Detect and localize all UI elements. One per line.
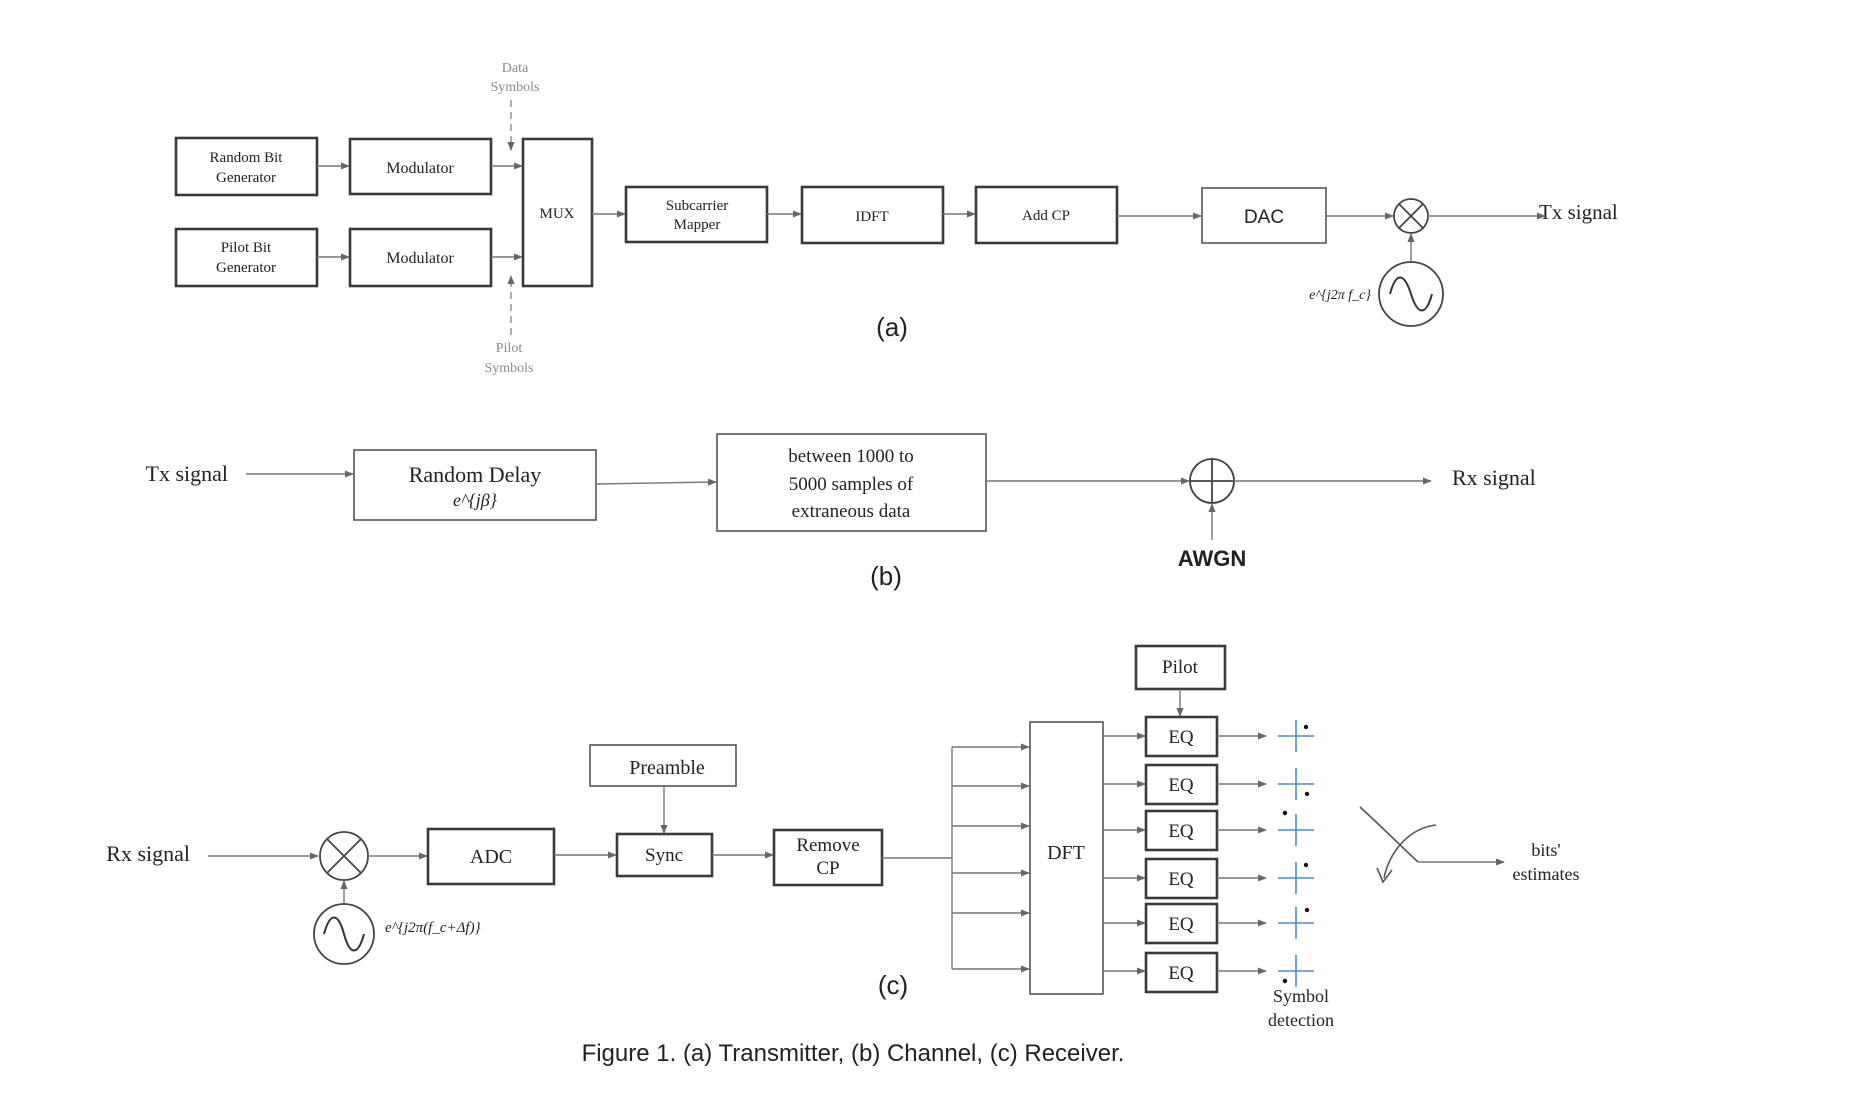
tx-oscillator-icon [1378,261,1444,327]
extraneous-line1: between 1000 to [788,446,914,467]
preamble-block: Preamble [589,744,737,787]
caption-c: (c) [878,970,908,1000]
dac-label: DAC [1244,207,1284,228]
figure-caption: Figure 1. (a) Transmitter, (b) Channel, … [582,1040,1125,1067]
eq-block-3: EQ [1144,809,1219,852]
adc-block: ADC [426,827,556,886]
pilot-bit-generator-block: Pilot Bit Generator [174,227,319,288]
rx-input-label: Rx signal [106,841,190,866]
caption-b: (b) [870,561,902,591]
subcarrier-mapper-line2: Mapper [674,217,721,233]
pilot-bit-generator-line2: Generator [216,260,276,276]
awgn-adder [1189,458,1235,504]
data-modulator-block: Modulator [348,137,493,196]
remove-cp-block: Remove CP [772,828,884,887]
dac-block: DAC [1201,187,1327,244]
dft-label: DFT [1047,842,1085,864]
parallel-to-serial-icon [1359,806,1437,884]
extraneous-line3: extraneous data [792,501,911,522]
extraneous-line2: 5000 samples of [789,474,914,495]
add-cp-block: Add CP [974,185,1119,245]
add-cp-label: Add CP [1022,208,1070,224]
transmitter-diagram: Random Bit Generator Pilot Bit Generator… [174,61,1618,376]
preamble-label: Preamble [629,757,705,779]
bits-estimates-line2: estimates [1513,864,1580,884]
pilot-symbols-line1: Pilot [496,341,523,356]
mux-label: MUX [539,206,574,222]
eq-label: EQ [1168,869,1194,890]
rx-oscillator-label: e^{j2π(f_c+Δf)} [385,920,481,936]
pilot-block: Pilot [1134,644,1227,691]
eq-block-5: EQ [1144,902,1219,945]
bits-estimates-line1: bits' [1531,840,1560,860]
rx-oscillator-icon [313,903,375,965]
pilot-modulator-label: Modulator [386,250,454,267]
pilot-symbols-line2: Symbols [484,361,533,376]
random-bit-generator-block: Random Bit Generator [174,136,319,197]
channel-output-label: Rx signal [1452,465,1536,490]
constellation-icon [1278,768,1314,800]
eq-label: EQ [1168,821,1194,842]
remove-cp-line1: Remove [796,835,859,856]
eq-block-2: EQ [1144,763,1219,806]
pilot-modulator-block: Modulator [348,227,493,288]
symbol-detection-line1-visible: Symbol [1273,986,1329,1006]
subcarrier-mapper-block: Subcarrier Mapper [624,185,769,244]
constellation-icons [1278,720,1314,987]
subcarrier-mapper-line1: Subcarrier [666,198,728,214]
constellation-icon [1278,862,1314,894]
tx-carrier-label: e^{j2π f_c} [1309,288,1371,303]
dft-block: DFT [1029,721,1104,995]
eq-label: EQ [1168,963,1194,984]
idft-label: IDFT [855,209,888,225]
constellation-icon [1278,810,1314,846]
channel-diagram: Tx signal Random Delay e^{jβ} between 10… [146,433,1536,591]
pilot-label: Pilot [1162,657,1199,678]
constellation-icon [1278,720,1314,752]
random-delay-expr: e^{jβ} [453,490,498,510]
constellation-icon [1278,955,1314,987]
adc-label: ADC [470,846,512,868]
constellation-icon [1278,907,1314,939]
eq-block-6: EQ [1144,951,1219,994]
channel-input-label: Tx signal [146,461,229,486]
random-bit-generator-line2: Generator [216,170,276,186]
extraneous-data-block: between 1000 to 5000 samples of extraneo… [716,433,987,532]
eq-label: EQ [1168,727,1194,748]
random-delay-block: Random Delay e^{jβ} [353,449,597,521]
tx-output-label: Tx signal [1539,200,1618,224]
mux-block: MUX [521,137,594,288]
remove-cp-line2: CP [816,858,839,879]
data-modulator-label: Modulator [386,160,454,177]
pilot-bit-generator-line1: Pilot Bit [221,240,272,256]
symbol-detection-line2: detection [1268,1010,1334,1030]
random-bit-generator-line1: Random Bit [210,150,284,166]
random-delay-label: Random Delay [409,462,542,487]
tx-mixer [1393,198,1429,234]
data-symbols-line2: Symbols [490,80,539,95]
eq-label: EQ [1168,914,1194,935]
eq-block-1: EQ [1144,715,1219,758]
rx-mixer [319,831,369,881]
awgn-label: AWGN [1178,546,1246,571]
sync-label: Sync [645,845,683,866]
sync-block: Sync [615,832,714,878]
data-symbols-line1: Data [502,61,529,76]
eq-block-4: EQ [1144,857,1219,900]
eq-label: EQ [1168,775,1194,796]
idft-block: IDFT [800,185,945,245]
receiver-diagram: Rx signal e^{j2π(f_c+Δf)} ADC Preamble S… [106,644,1580,1000]
caption-a: (a) [876,312,908,342]
